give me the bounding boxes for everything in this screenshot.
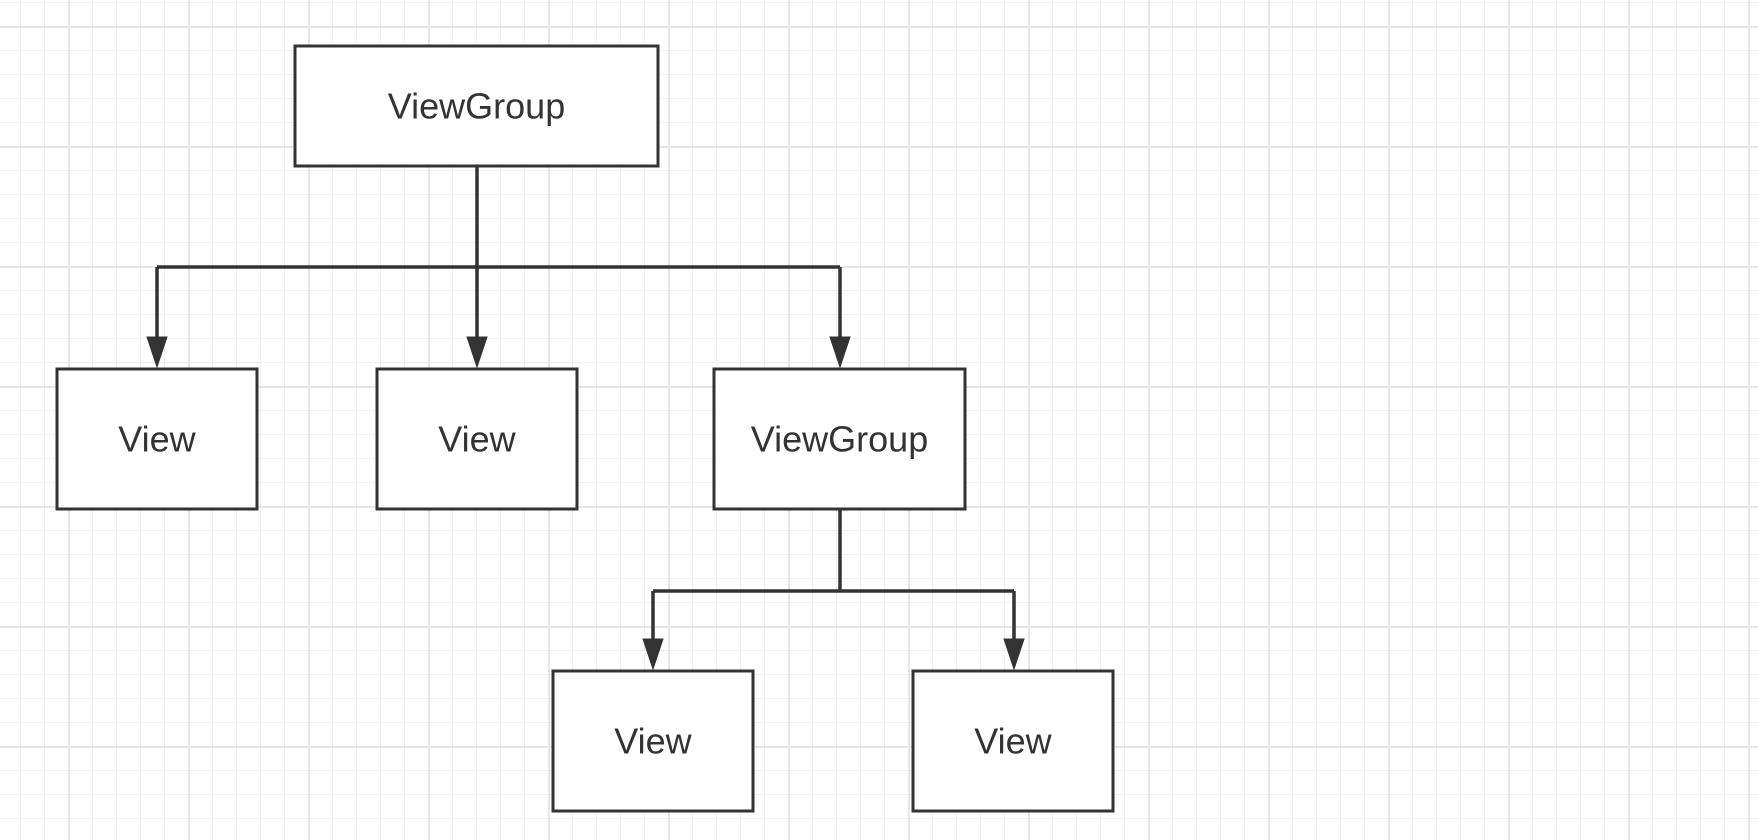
arrowhead-view-2 [466,336,488,369]
node-root[interactable]: ViewGroup [293,44,660,168]
edges [146,166,1025,671]
node-view-2-label: View [438,419,516,460]
node-view-3[interactable]: View [551,669,755,813]
arrowhead-view-4 [1003,638,1025,671]
node-view-3-label: View [614,721,692,762]
node-view-1[interactable]: View [55,367,259,511]
nodes: ViewGroup View View ViewGroup View View [55,44,1115,813]
node-root-label: ViewGroup [388,86,565,127]
node-view-1-label: View [118,419,196,460]
node-group-child[interactable]: ViewGroup [712,367,967,511]
arrowhead-view-1 [146,336,168,369]
arrowhead-view-3 [642,638,664,671]
node-view-2[interactable]: View [375,367,579,511]
node-view-4[interactable]: View [911,669,1115,813]
arrowhead-group-child [829,336,851,369]
node-group-child-label: ViewGroup [751,419,928,460]
node-view-4-label: View [974,721,1052,762]
